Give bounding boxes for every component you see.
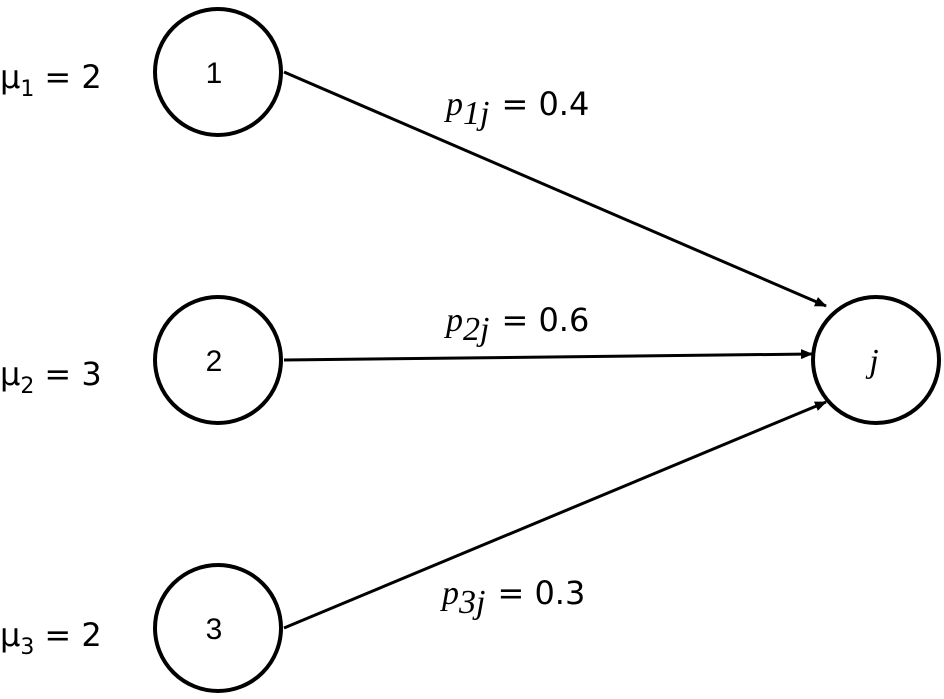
node-1 <box>153 7 283 137</box>
edge-3-to-j <box>283 400 827 630</box>
edge-2-to-j <box>283 349 813 362</box>
node-j-label: j <box>865 343 878 380</box>
edge-label-2j: p2j= 0.6 <box>444 301 589 348</box>
node-3 <box>153 563 283 693</box>
edge-label-3j: p3j= 0.3 <box>440 574 585 621</box>
node-3-label: 3 <box>206 613 223 646</box>
rate-label-2: μ2= 3 <box>0 355 102 399</box>
node-2 <box>153 295 283 425</box>
edge-label-1j: p1j= 0.4 <box>444 85 589 132</box>
node-1-label: 1 <box>206 57 223 90</box>
edge-1-to-j <box>283 70 827 308</box>
node-2-label: 2 <box>206 345 223 378</box>
rate-label-1: μ1= 2 <box>0 58 102 102</box>
rate-label-3: μ3= 2 <box>0 616 102 660</box>
node-j <box>811 295 941 425</box>
